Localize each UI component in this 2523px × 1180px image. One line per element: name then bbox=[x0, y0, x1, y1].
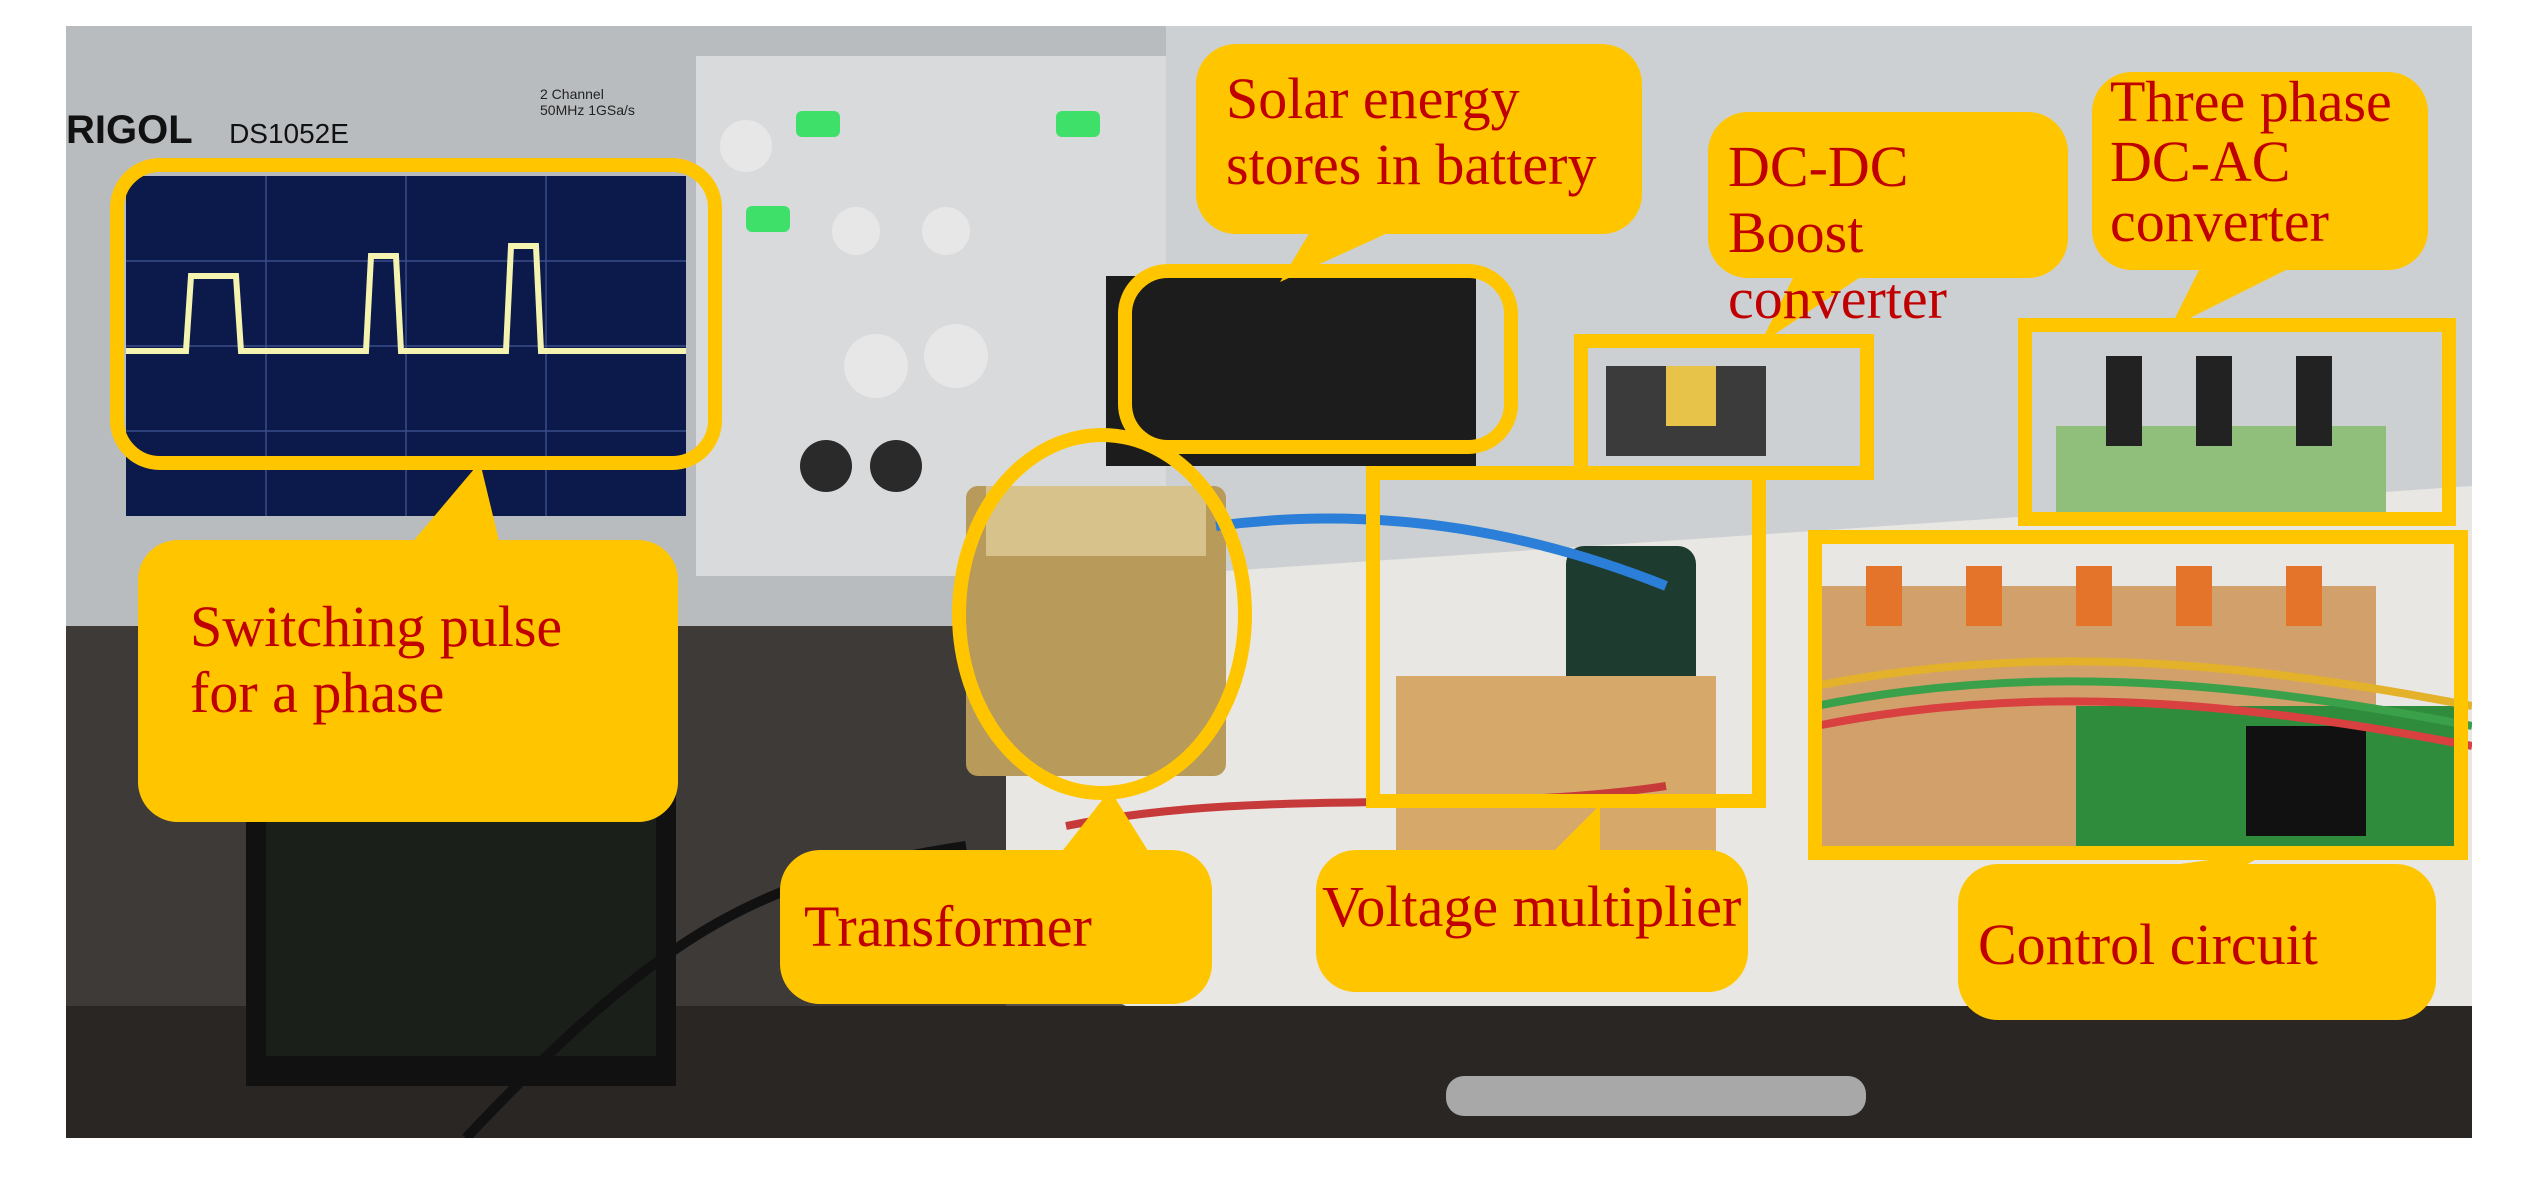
callout-transformer: Transformer bbox=[780, 850, 1212, 1004]
battery-highlight bbox=[1118, 264, 1518, 454]
scope-screen-highlight bbox=[110, 158, 722, 470]
callout-boost-converter: DC-DC Boost converter bbox=[1708, 112, 2068, 331]
callout-control-circuit: Control circuit bbox=[1958, 864, 2436, 1020]
callout-voltage-multiplier: Voltage multiplier bbox=[1316, 850, 1748, 992]
control-circuit-highlight bbox=[1808, 530, 2468, 860]
scope-model: DS1052E bbox=[229, 118, 349, 149]
scope-brand: RIGOL DS1052E bbox=[66, 108, 349, 153]
scope-channel-label: 2 Channel 50MHz 1GSa/s bbox=[540, 86, 635, 118]
boost-converter-highlight bbox=[1574, 334, 1874, 480]
callout-switching-pulse: Switching pulse for a phase bbox=[138, 540, 678, 822]
scope-brand-name: RIGOL bbox=[66, 108, 192, 152]
three-phase-highlight bbox=[2018, 318, 2456, 526]
callout-solar-energy: Solar energy stores in battery bbox=[1196, 44, 1642, 234]
callout-three-phase: Three phase DC-AC converter bbox=[2092, 72, 2428, 270]
